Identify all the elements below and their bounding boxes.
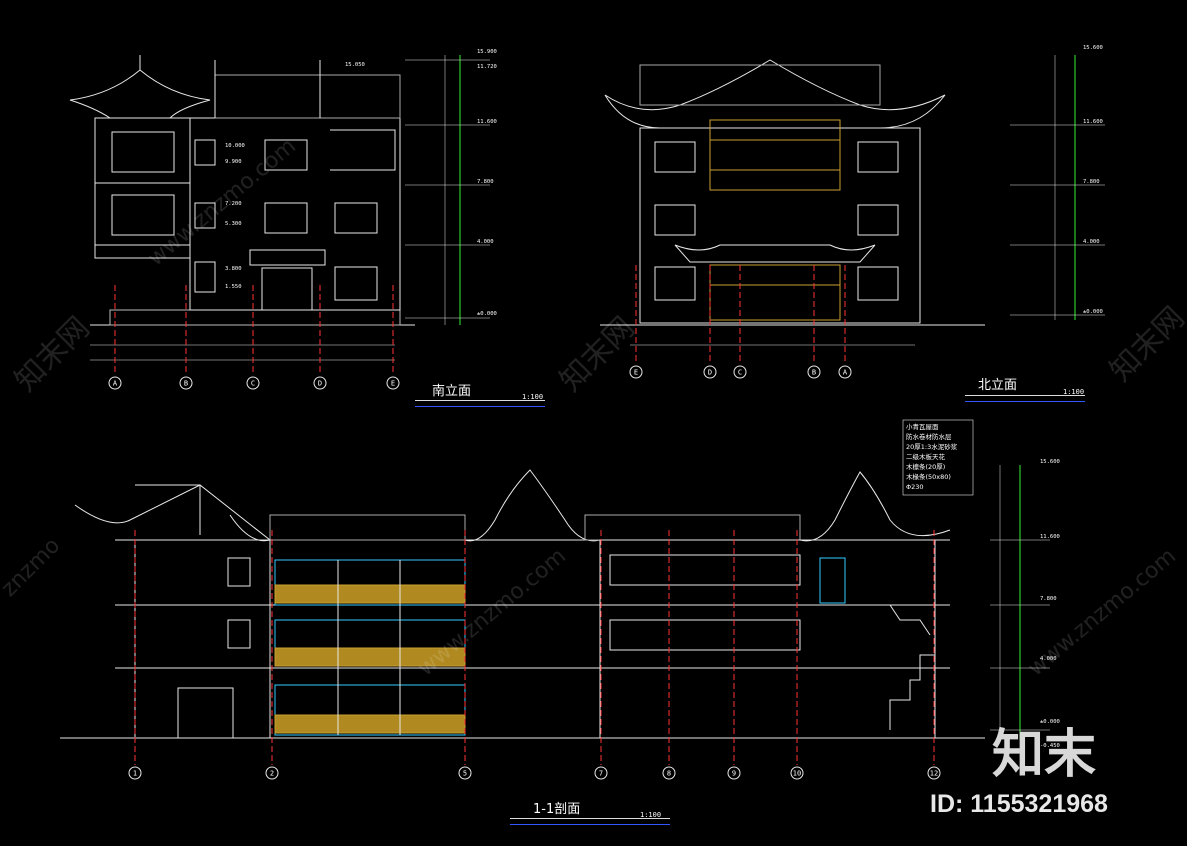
section-level-label: 4.000 [1040, 656, 1057, 662]
level-labels-layer: 15.900 11.720 11.600 7.800 4.000 ±0.000 10.000… [225, 45, 1103, 749]
south-elevation-title-underline-blue [415, 406, 545, 407]
south-axis-label: E [391, 380, 395, 388]
south-window-level-label: 7.200 [225, 201, 242, 207]
south-level-label: 4.000 [477, 239, 494, 245]
section-level-label: 11.600 [1040, 534, 1060, 540]
section-notes: 小青瓦屋面 防水卷材防水层 20厚1:3水泥砂浆 二级木板天花 木檩条(20厚)… [906, 422, 976, 492]
south-elevation-title: 南立面 [432, 384, 472, 399]
south-level-label: 11.720 [477, 64, 497, 70]
section-axis-label: 12 [930, 770, 938, 778]
south-level-label: 7.800 [477, 179, 494, 185]
north-elevation-scale: 1:100 [1063, 388, 1085, 396]
south-axis-label: A [113, 380, 118, 388]
section-1-1 [60, 469, 985, 739]
section-note-line: 20厚1:3水泥砂浆 [906, 443, 958, 451]
section-note-line: Φ230 [906, 483, 924, 491]
south-axis-bubble [313, 376, 327, 390]
north-level-label: 7.800 [1083, 179, 1100, 185]
section-axis-label: 5 [463, 770, 467, 778]
north-level-label: 15.600 [1083, 45, 1103, 51]
south-elevation-title-underline [415, 400, 545, 401]
section-axis-bubble [594, 766, 608, 780]
section-axis-label: 1 [133, 770, 137, 778]
section-note-line: 木檩条(20厚) [906, 463, 946, 471]
section-level-label: 15.600 [1040, 459, 1060, 465]
south-elevation-scale: 1:100 [522, 393, 544, 401]
section-note-line: 防水卷材防水层 [906, 433, 952, 441]
section-axis-bubble [128, 766, 142, 780]
north-elevation [600, 59, 985, 326]
north-axis-label: B [812, 369, 816, 377]
south-elevation [69, 55, 415, 326]
section-axis-bubble [790, 766, 804, 780]
south-level-label: 15.900 [477, 49, 497, 55]
south-axis-label: C [251, 380, 255, 388]
north-elevation-title-underline-blue [965, 401, 1085, 402]
north-axis-bubble [629, 365, 643, 379]
section-level-label: ±0.000 [1040, 719, 1060, 725]
north-elevation-title-underline [965, 395, 1085, 396]
section-axis-bubble [458, 766, 472, 780]
north-axis-bubble [838, 365, 852, 379]
section-axis-bubble [265, 766, 279, 780]
section-notes-box [902, 419, 974, 496]
section-note-line: 木椽条(50x80) [906, 473, 951, 481]
south-window-level-label: 1.550 [225, 284, 242, 290]
north-elevation-title: 北立面 [978, 378, 1018, 393]
section-middle-bay [274, 559, 466, 736]
section-level-label: -0.450 [1040, 743, 1060, 749]
section-axis-bubble [662, 766, 676, 780]
section-axis-label: 9 [732, 770, 736, 778]
north-axis-label: E [634, 369, 638, 377]
section-title-underline [510, 818, 670, 819]
north-axis-label: A [843, 369, 848, 377]
south-ridge-level-label: 15.050 [345, 62, 365, 68]
north-axis-bubble [733, 365, 747, 379]
section-axis-label: 2 [270, 770, 274, 778]
south-axis-bubble [108, 376, 122, 390]
section-title-underline-blue [510, 824, 670, 825]
south-axis-label: B [184, 380, 188, 388]
north-level-label: 4.000 [1083, 239, 1100, 245]
section-axis-label: 8 [667, 770, 671, 778]
south-axis-bubble [246, 376, 260, 390]
south-axis-bubble [179, 376, 193, 390]
south-window-level-label: 3.800 [225, 266, 242, 272]
section-axis-label: 10 [793, 770, 801, 778]
section-dimensions [990, 465, 1050, 740]
section-level-label: 7.800 [1040, 596, 1057, 602]
south-elevation-dimensions [90, 55, 490, 361]
north-axis-bubble [703, 365, 717, 379]
section-note-line: 二级木板天花 [906, 453, 945, 461]
section-axis-bubble [727, 766, 741, 780]
south-axis-bubble [386, 376, 400, 390]
image-id-label: ID: 1155321968 [930, 790, 1108, 818]
north-axis-bubble [807, 365, 821, 379]
south-window-level-label: 5.300 [225, 221, 242, 227]
section-note-line: 小青瓦屋面 [906, 423, 939, 431]
north-elevation-dimensions [630, 55, 1105, 346]
section-scale: 1:100 [640, 811, 662, 819]
north-level-label: 11.600 [1083, 119, 1103, 125]
north-elevation-ornament [709, 119, 841, 321]
south-window-level-label: 9.900 [225, 159, 242, 165]
south-axis-label: D [318, 380, 322, 388]
section-title: 1-1剖面 [533, 802, 581, 817]
north-axis-label: C [738, 369, 742, 377]
brand-logo: 知末 [992, 725, 1097, 785]
south-level-label: ±0.000 [477, 311, 497, 317]
south-window-level-label: 10.000 [225, 143, 245, 149]
north-axis-label: D [708, 369, 712, 377]
north-level-label: ±0.000 [1083, 309, 1103, 315]
south-level-label: 11.600 [477, 119, 497, 125]
section-axis-bubble [927, 766, 941, 780]
section-axis-label: 7 [599, 770, 603, 778]
